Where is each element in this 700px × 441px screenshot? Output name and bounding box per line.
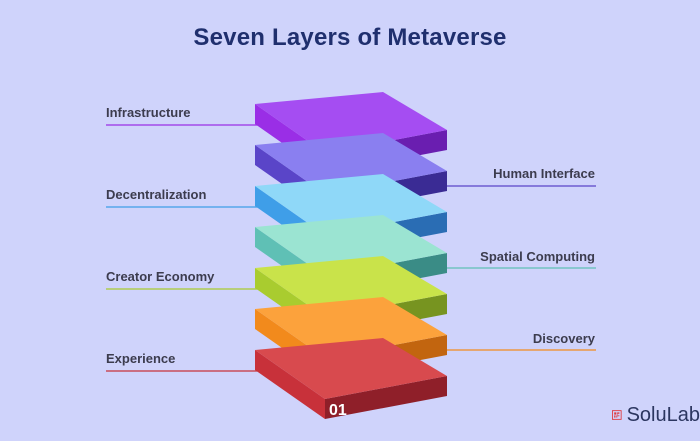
slab-top-07 <box>255 92 447 153</box>
solulab-logo-icon <box>612 410 622 420</box>
label-creator-economy: Creator Economy <box>106 269 215 284</box>
label-discovery: Discovery <box>532 331 595 346</box>
slab-top-06 <box>255 133 447 194</box>
slab-top-02 <box>255 297 447 358</box>
slab-side-01 <box>325 376 447 419</box>
brand-name: SoluLab <box>626 403 700 426</box>
layer-slab-01: 01 <box>255 338 447 419</box>
label-infrastructure: Infrastructure <box>106 105 191 120</box>
slab-top-03 <box>255 256 447 317</box>
page-title: Seven Layers of Metaverse <box>193 24 507 51</box>
label-experience: Experience <box>106 351 176 366</box>
slab-front-01 <box>255 350 325 419</box>
slab-top-04 <box>255 215 447 276</box>
slab-top-01 <box>255 338 447 399</box>
slab-top-05 <box>255 174 447 235</box>
brand-logo: SoluLab <box>612 402 700 428</box>
label-spatial-computing: Spatial Computing <box>480 249 595 264</box>
label-decentralization: Decentralization <box>106 187 207 202</box>
label-human-interface: Human Interface <box>493 166 595 181</box>
layer-number-01: 01 <box>329 402 347 419</box>
